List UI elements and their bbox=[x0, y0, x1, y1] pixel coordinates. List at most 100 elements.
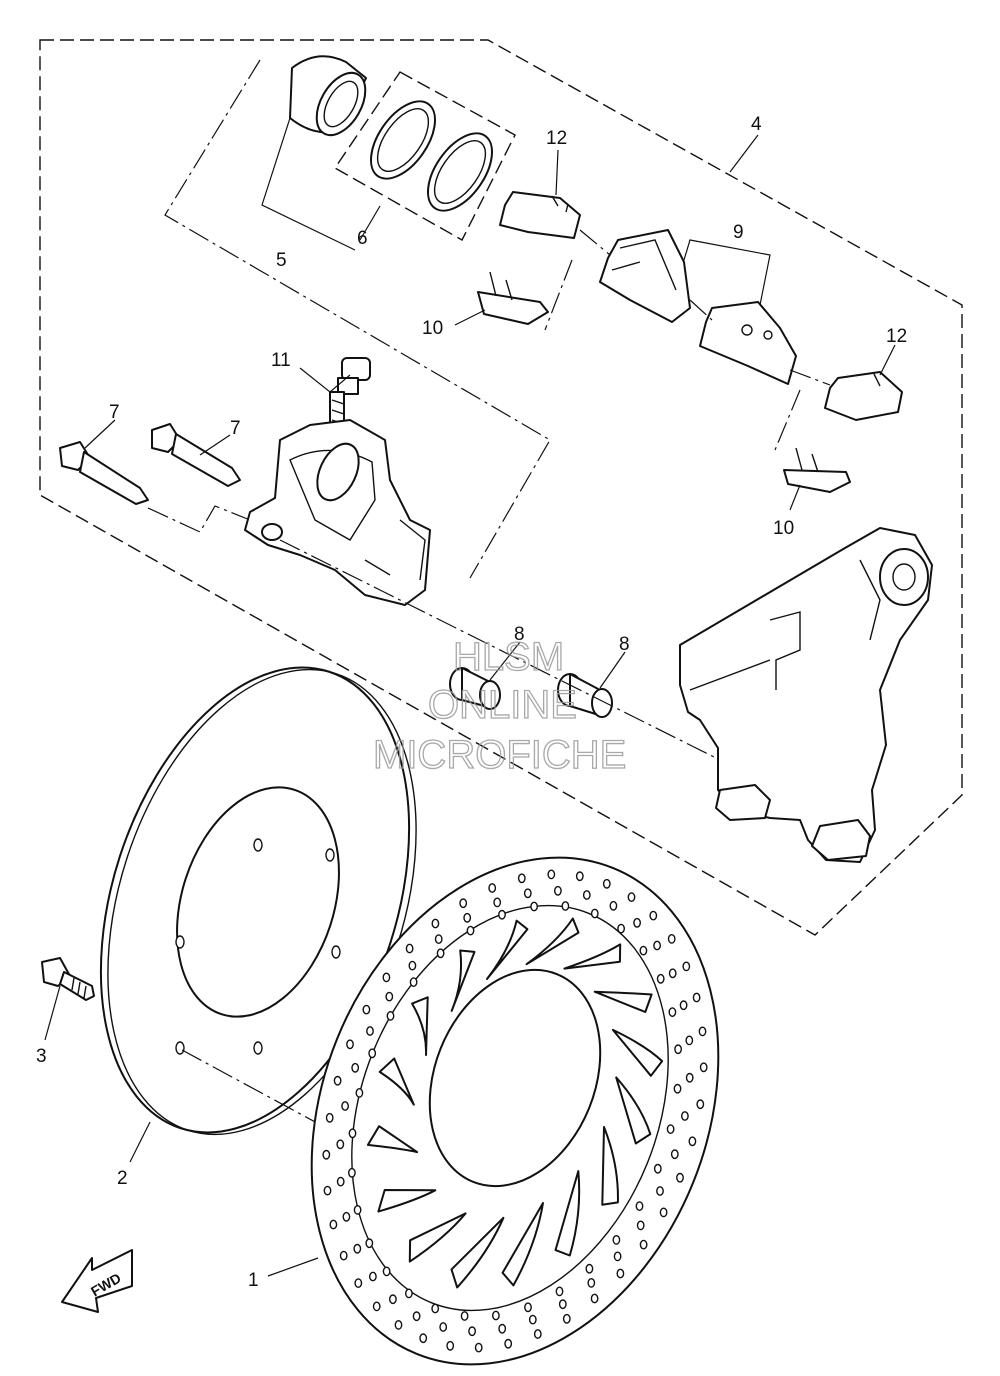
disc-drill-hole bbox=[656, 1186, 664, 1196]
disc-drill-hole bbox=[460, 1311, 469, 1321]
disc-drill-hole bbox=[582, 890, 591, 900]
pad-spring-upper bbox=[477, 271, 549, 325]
caliper-assembly-boundary bbox=[39, 39, 963, 936]
callout-3: 3 bbox=[36, 1046, 47, 1067]
disc-drill-hole bbox=[419, 1333, 428, 1344]
disc-drill-hole bbox=[633, 917, 641, 928]
disc-drill-hole bbox=[463, 912, 472, 923]
disc-vent-slot bbox=[408, 1212, 467, 1263]
disc-drill-hole bbox=[530, 901, 538, 912]
caliper-pin-right bbox=[151, 423, 241, 487]
leader-8b bbox=[599, 651, 626, 689]
caliper-pin-left bbox=[59, 441, 149, 505]
disc-drill-hole bbox=[533, 1329, 542, 1339]
disc-vent-slot bbox=[611, 1028, 664, 1077]
callout-7b: 7 bbox=[230, 418, 241, 439]
disc-drill-hole bbox=[353, 1243, 362, 1254]
disc-drill-hole bbox=[408, 960, 417, 971]
leader-1 bbox=[267, 1257, 319, 1277]
leader-7b bbox=[199, 434, 231, 456]
callout-4: 4 bbox=[751, 114, 762, 135]
disc-drill-hole bbox=[382, 972, 391, 983]
leader-9 bbox=[683, 239, 771, 306]
disc-drill-hole bbox=[590, 908, 599, 919]
disc-drill-hole bbox=[653, 940, 661, 951]
chain-slide bbox=[279, 539, 761, 781]
disc-drill-hole bbox=[368, 1271, 377, 1282]
disc-drill-hole bbox=[498, 909, 506, 920]
disc-drill-hole bbox=[688, 1136, 697, 1147]
disc-vent-slot bbox=[563, 943, 622, 970]
disc-drill-hole bbox=[699, 1062, 708, 1073]
chain-pins bbox=[147, 505, 251, 533]
caliper-body bbox=[244, 419, 431, 606]
disc-drill-hole bbox=[366, 1026, 374, 1036]
disc-vent-slot bbox=[377, 1189, 437, 1213]
callout-12b: 12 bbox=[886, 326, 907, 347]
piston bbox=[289, 55, 367, 137]
disc-drill-hole bbox=[668, 968, 677, 979]
disc-drill-hole bbox=[409, 977, 418, 987]
disc-vent-slot bbox=[366, 1125, 419, 1154]
leader-11 bbox=[299, 367, 351, 393]
disc-drill-hole bbox=[679, 1000, 688, 1011]
disc-drill-hole bbox=[676, 1172, 684, 1183]
leader-8a bbox=[489, 641, 521, 681]
disc-drill-hole bbox=[639, 945, 648, 956]
disc-drill-hole bbox=[685, 1035, 694, 1046]
seal-kit bbox=[333, 71, 516, 241]
disc-drill-hole bbox=[431, 1303, 440, 1314]
caliper-bracket bbox=[679, 527, 933, 863]
disc-drill-hole bbox=[394, 1320, 403, 1330]
disc-drill-hole bbox=[404, 1288, 413, 1299]
leader-7a bbox=[84, 419, 116, 449]
disc-drill-hole bbox=[627, 892, 636, 902]
callout-7a: 7 bbox=[109, 402, 120, 423]
disc-drill-hole bbox=[491, 1310, 500, 1321]
disc-drill-hole bbox=[613, 1251, 622, 1262]
disc-drill-hole bbox=[547, 869, 556, 880]
disc-drill-hole bbox=[670, 1149, 679, 1160]
watermark-line-1: HLSM bbox=[453, 635, 564, 679]
disc-drill-hole bbox=[698, 1026, 707, 1037]
leader-10b bbox=[789, 484, 801, 511]
leader-5 bbox=[261, 117, 356, 251]
pad-spring-lower bbox=[783, 447, 851, 493]
callout-5: 5 bbox=[276, 250, 287, 271]
pad-shim-lower bbox=[824, 371, 903, 421]
disc-drill-hole bbox=[353, 1205, 362, 1215]
disc-drill-hole bbox=[692, 992, 701, 1003]
leader-12b bbox=[879, 344, 896, 376]
disc-vent-slot bbox=[486, 919, 529, 980]
callout-10a: 10 bbox=[422, 318, 443, 339]
disc-drill-hole bbox=[474, 1342, 483, 1353]
disc-drill-hole bbox=[659, 1207, 668, 1218]
disc-vent-slot bbox=[593, 990, 653, 1013]
disc-drill-hole bbox=[558, 1299, 567, 1310]
callout-12a: 12 bbox=[546, 128, 567, 149]
disc-drill-hole bbox=[488, 883, 497, 893]
disc-drill-hole bbox=[493, 897, 502, 908]
forward-arrow-icon: FWD bbox=[61, 1249, 133, 1313]
leader-10a bbox=[454, 309, 486, 326]
disc-drill-hole bbox=[362, 1004, 371, 1015]
callout-11: 11 bbox=[271, 350, 291, 371]
disc-drill-hole bbox=[382, 1266, 391, 1277]
chain-pads bbox=[579, 229, 831, 386]
disc-drill-hole bbox=[346, 1039, 354, 1050]
disc-drill-hole bbox=[639, 1239, 648, 1250]
leader-6 bbox=[359, 205, 381, 241]
disc-drill-hole bbox=[653, 1163, 662, 1174]
chain-piston bbox=[164, 59, 551, 579]
disc-drill-hole bbox=[439, 1322, 448, 1332]
disc-drill-hole bbox=[635, 1201, 644, 1212]
disc-drill-hole bbox=[585, 1263, 594, 1274]
disc-drill-hole bbox=[524, 1302, 532, 1313]
disc-carrier bbox=[99, 666, 417, 1136]
disc-drill-hole bbox=[336, 1139, 345, 1150]
disc-drill-hole bbox=[365, 1238, 374, 1249]
disc-drill-hole bbox=[649, 910, 658, 921]
brake-disc bbox=[310, 856, 720, 1366]
disc-drill-hole bbox=[412, 1311, 421, 1322]
